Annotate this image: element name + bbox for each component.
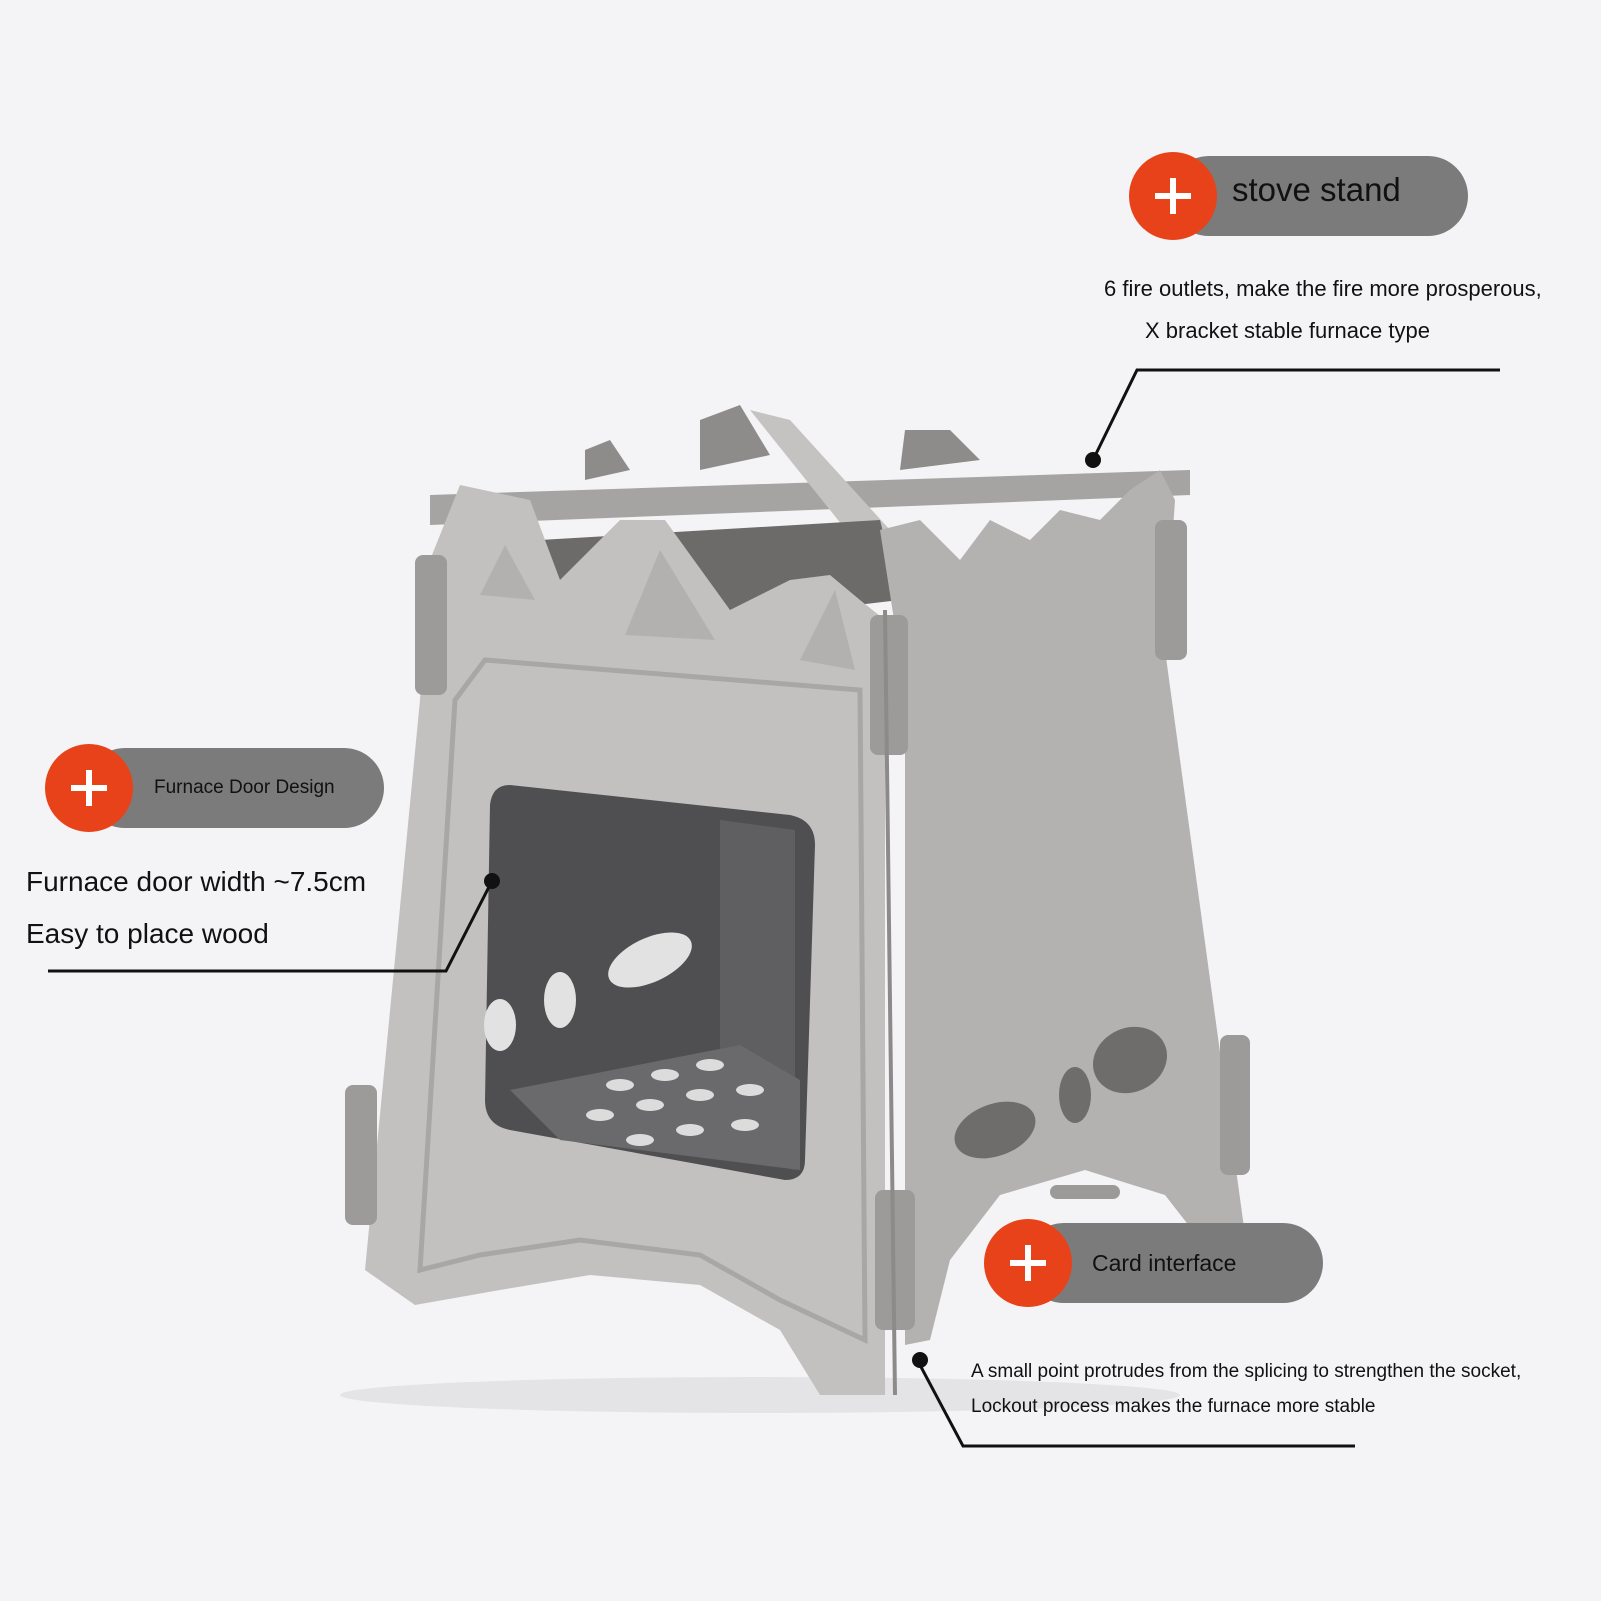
card-interface-pill bbox=[1024, 1223, 1323, 1303]
stove-stand-plus-icon bbox=[1129, 152, 1217, 240]
stove-stand-badge: stove stand bbox=[1129, 152, 1469, 240]
stove-front-recess bbox=[417, 657, 868, 1344]
stove-shadow bbox=[340, 1377, 1180, 1413]
stove-back-spike bbox=[585, 440, 630, 480]
stove-handle-slot bbox=[1050, 1185, 1120, 1199]
stove-inner-hole bbox=[484, 999, 516, 1051]
card-interface-title: Card interface bbox=[1092, 1250, 1237, 1276]
stove-vent-hole bbox=[954, 1101, 1036, 1159]
stove-inner-hole bbox=[608, 932, 692, 988]
furnace-door-pill bbox=[85, 748, 384, 828]
furnace-door-description-line2: Easy to place wood bbox=[26, 918, 269, 949]
stove-stand-description-line1: 6 fire outlets, make the fire more prosp… bbox=[1104, 276, 1542, 301]
card-interface-plus-icon bbox=[984, 1219, 1072, 1307]
furnace-door-anchor-dot bbox=[484, 873, 500, 889]
stove-stand-pill bbox=[1169, 156, 1468, 236]
leader-lines bbox=[48, 368, 1500, 1448]
stove-back-panel bbox=[430, 470, 1190, 525]
stove-right-panel bbox=[880, 470, 1245, 1345]
furnace-door-leader bbox=[48, 880, 494, 973]
stove-vent-hole bbox=[1059, 1067, 1091, 1123]
stove-back-spike bbox=[900, 430, 980, 470]
card-interface-badge: Card interface bbox=[984, 1219, 1324, 1307]
stove-grate-holes bbox=[586, 1059, 764, 1146]
stove-top-tab bbox=[800, 590, 855, 670]
stove-stand-title: stove stand bbox=[1232, 171, 1401, 208]
stove-stand-leader bbox=[1091, 368, 1500, 461]
stove-panel-seam bbox=[883, 609, 897, 1396]
stove-top-tab bbox=[625, 550, 715, 640]
card-interface-description-line2: Lockout process makes the furnace more s… bbox=[971, 1396, 1376, 1417]
stove-back-spike bbox=[700, 405, 770, 470]
stove-stand-anchor-dot bbox=[1085, 452, 1101, 468]
furnace-door-description-line1: Furnace door width ~7.5cm bbox=[26, 866, 367, 897]
furnace-door-title: Furnace Door Design bbox=[154, 777, 335, 798]
furnace-door-plus-icon bbox=[45, 744, 133, 832]
furnace-door-badge: Furnace Door Design bbox=[45, 744, 385, 832]
card-interface-anchor-dot bbox=[912, 1352, 928, 1368]
stove-top-tab bbox=[480, 545, 535, 600]
stove-inner-hole bbox=[544, 972, 576, 1028]
stove-stand-description-line2: X bracket stable furnace type bbox=[1145, 318, 1430, 343]
card-interface-description-line1: A small point protrudes from the splicin… bbox=[971, 1361, 1522, 1382]
stove-vent-hole bbox=[1093, 1026, 1167, 1094]
card-interface-leader bbox=[918, 1364, 1355, 1448]
